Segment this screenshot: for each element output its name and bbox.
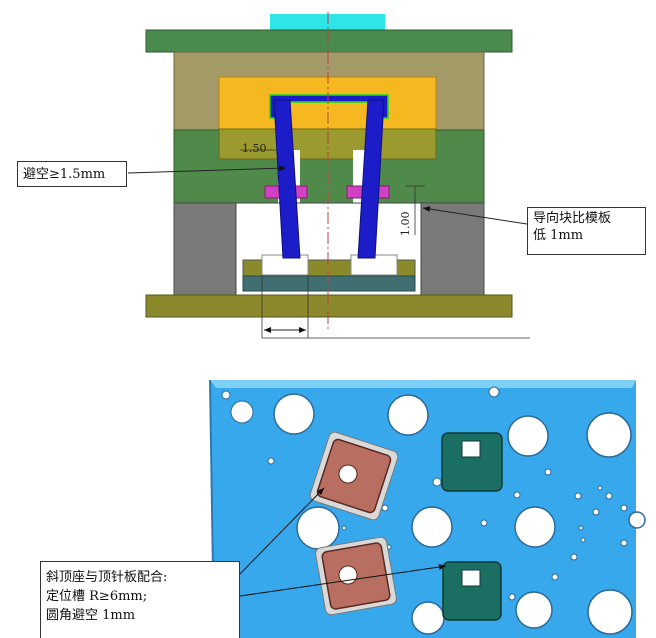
guide-block-text-1: 导向块比模板 [533, 211, 612, 226]
plate-fit-text-1: 斜顶座与顶针板配合: [46, 570, 168, 585]
dimension-1-50: 1.50 [242, 142, 267, 155]
guide-pocket-upper [441, 432, 503, 492]
ejector-plate-view [209, 379, 646, 638]
guide-block-text-2: 低 1mm [533, 228, 584, 243]
plate-fit-text-3: 圆角避空 1mm [46, 608, 136, 623]
dimension-1-00: 1.00 [399, 211, 412, 237]
clearance-callout: 避空≥1.5mm [17, 161, 127, 187]
lifter-right [357, 99, 385, 259]
plate-fit-callout: 斜顶座与顶针板配合: 定位槽 R≥6mm; 圆角避空 1mm [40, 561, 240, 638]
support-block-left [173, 202, 237, 296]
guide-pocket-lower [442, 561, 502, 621]
support-block-right [420, 202, 485, 296]
lifter-seat-block-lower [315, 536, 397, 616]
clearance-text: 避空≥1.5mm [23, 167, 106, 182]
bottom-clamp-plate [145, 294, 513, 318]
lifter-left [273, 99, 301, 259]
ejector-plate [242, 275, 416, 292]
guide-block-callout: 导向块比模板 低 1mm [527, 207, 646, 255]
lifter-seat-block-upper [309, 431, 399, 521]
plate-fit-text-2: 定位槽 R≥6mm; [46, 589, 148, 604]
top-clamp-plate [145, 29, 513, 53]
